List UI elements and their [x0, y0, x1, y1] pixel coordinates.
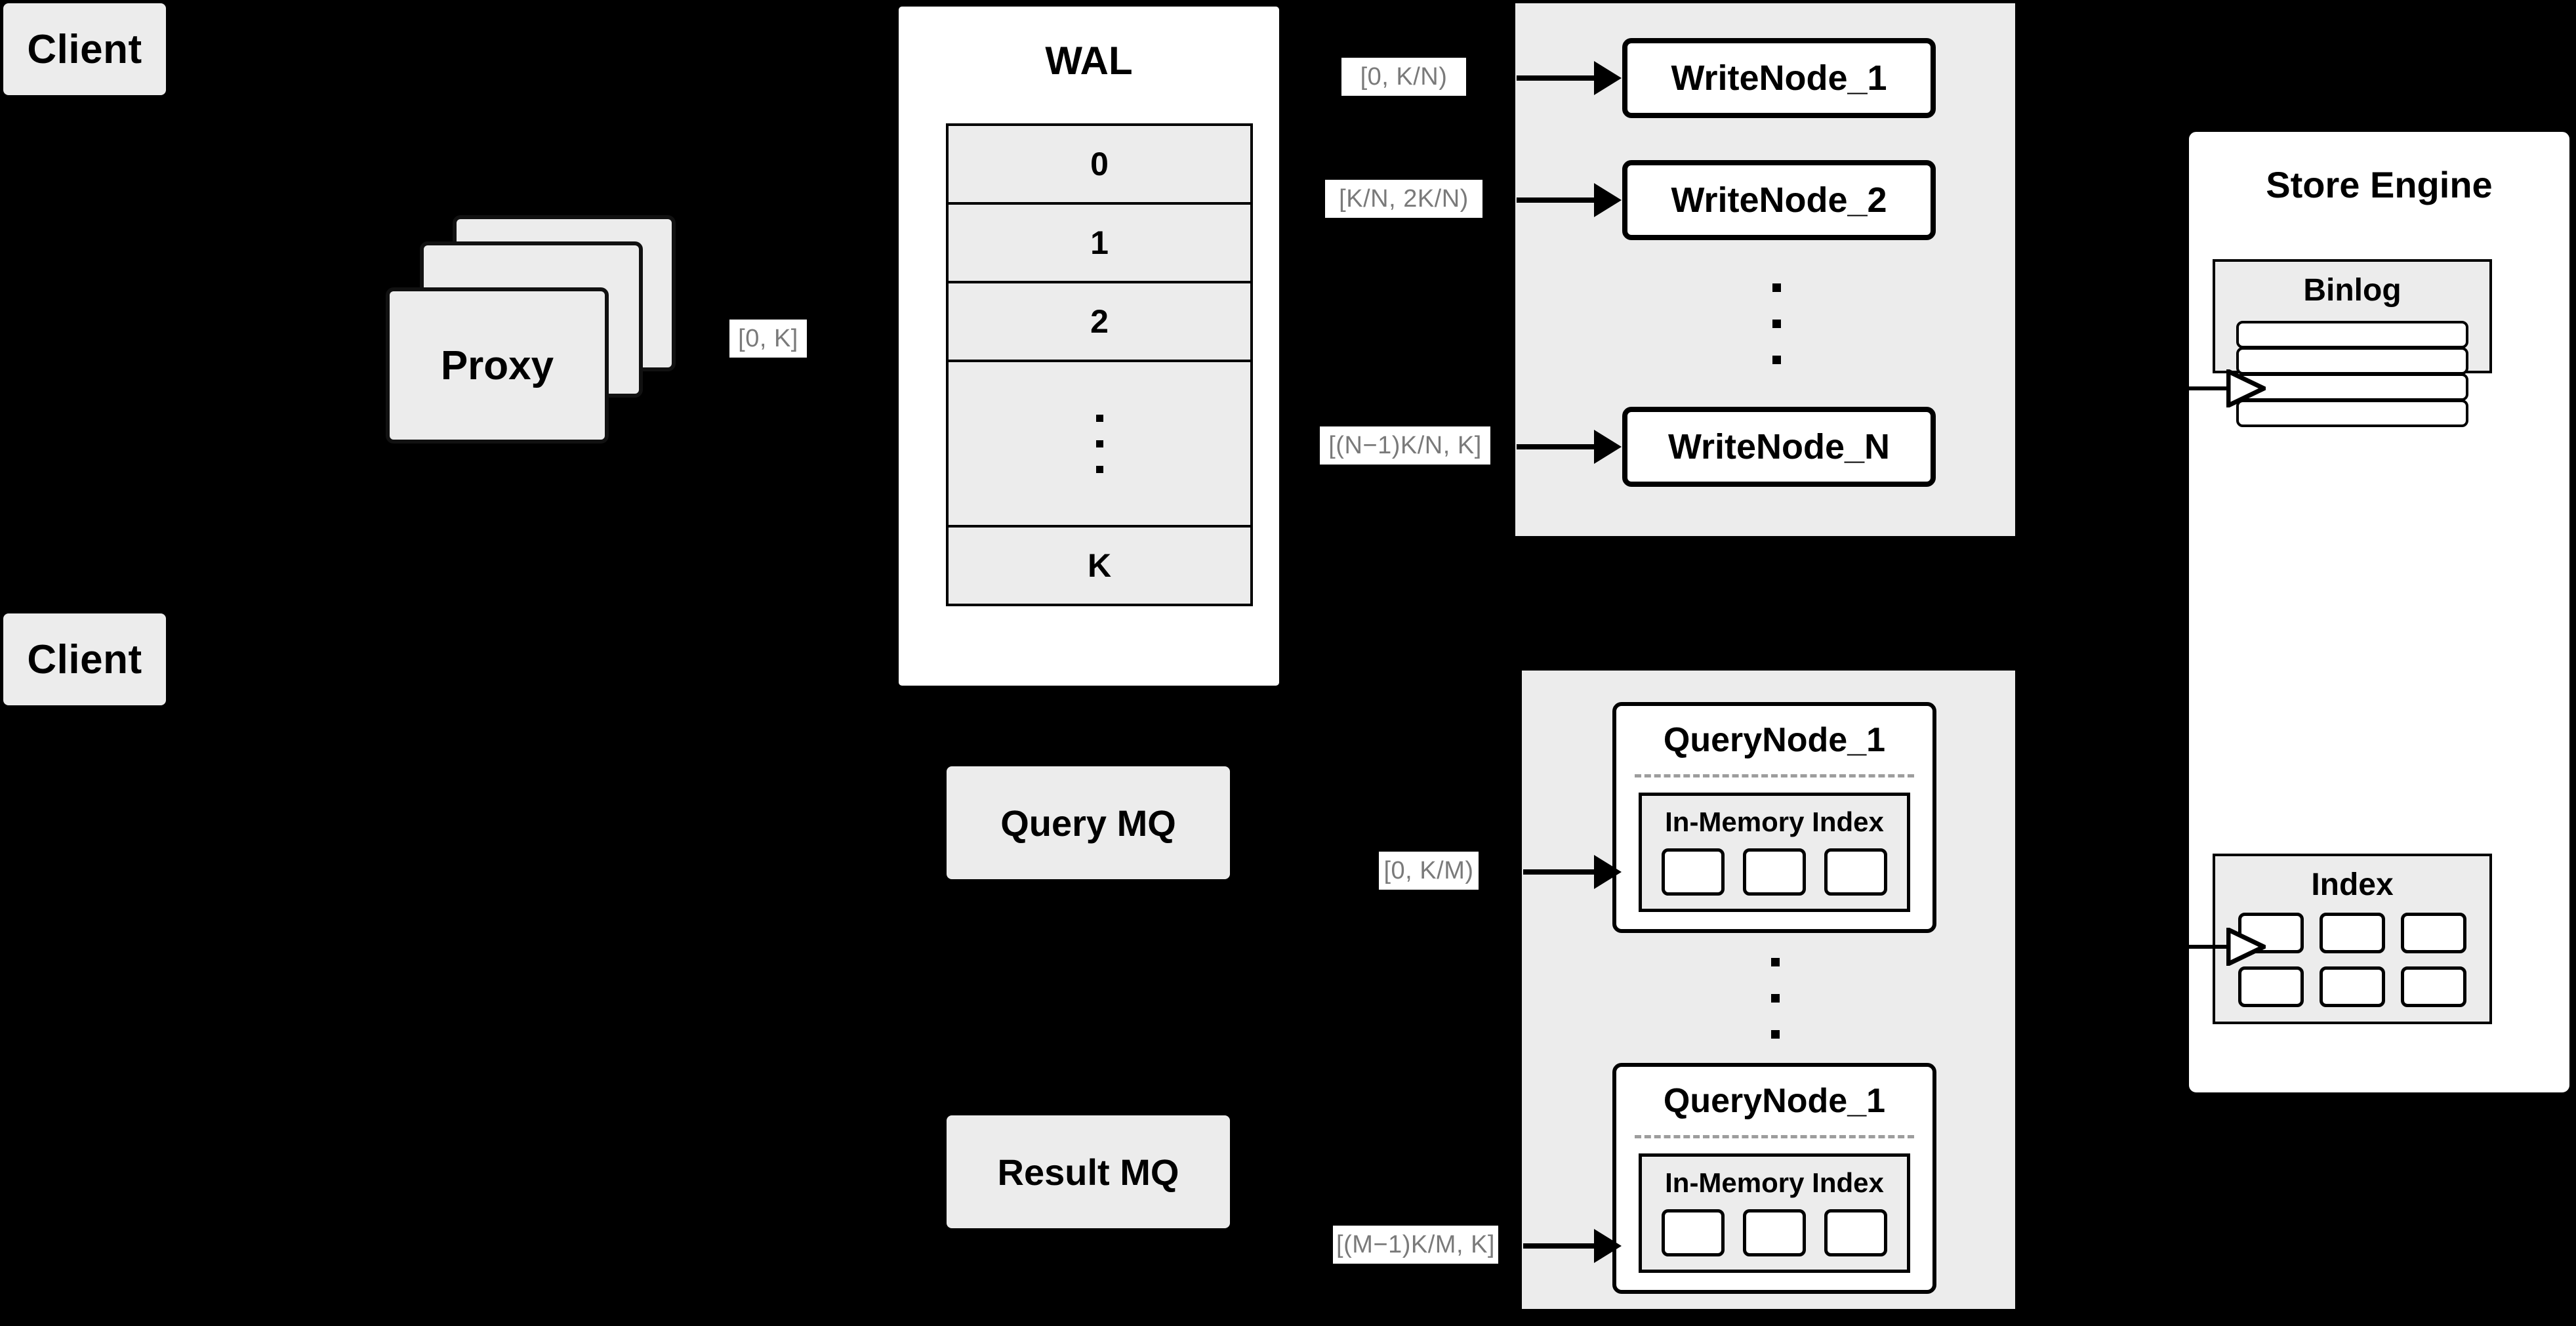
wal-row: 0: [949, 126, 1250, 205]
index-slot: [1662, 1209, 1725, 1256]
ellipsis-dot: [1771, 1030, 1780, 1039]
binlog-title: Binlog: [2303, 273, 2402, 308]
proxy-label: Proxy: [440, 342, 554, 388]
in-memory-index-slots: [1642, 848, 1907, 896]
query-range-label-m: [(M−1)K/M, K]: [1333, 1226, 1498, 1264]
write-arrow-n-line: [1517, 444, 1598, 449]
wal-row: 2: [949, 283, 1250, 362]
binlog-bar: [2236, 373, 2468, 401]
store-index-arrow-head: [2226, 928, 2266, 966]
query-arrow-1-head: [1594, 855, 1622, 889]
store-engine-container: Store Engine Binlog Index: [2186, 129, 2573, 1096]
query-node-ellipsis: [1771, 958, 1780, 1039]
query-node-1[interactable]: QueryNode_1 In-Memory Index: [1612, 702, 1936, 933]
index-grid: [2238, 913, 2467, 1007]
store-engine-title: Store Engine: [2266, 164, 2493, 205]
proxy-range-label: [0, K]: [729, 320, 807, 358]
write-arrow-2-head: [1594, 183, 1622, 217]
client-label: Client: [27, 636, 142, 682]
wal-row: K: [949, 528, 1250, 604]
binlog-bar: [2236, 321, 2468, 348]
binlog-panel: Binlog: [2213, 259, 2492, 427]
ellipsis-dot: [1772, 283, 1781, 292]
write-node-label: WriteNode_N: [1667, 427, 1891, 466]
wal-title: WAL: [1045, 39, 1133, 83]
query-arrow-m-head: [1594, 1229, 1622, 1263]
proxy-card-front[interactable]: Proxy: [386, 287, 609, 444]
index-cell: [2401, 913, 2466, 953]
query-node-title: QueryNode_1: [1663, 721, 1886, 759]
index-slot: [1743, 1209, 1806, 1256]
query-node-divider: [1635, 1135, 1914, 1138]
store-binlog-arrow-head: [2226, 369, 2266, 407]
write-range-label-n: [(N−1)K/N, K]: [1320, 426, 1490, 465]
index-cell: [2320, 966, 2385, 1007]
index-slot: [1662, 848, 1725, 896]
write-range-label-1: [0, K/N): [1341, 58, 1466, 96]
index-slot: [1743, 848, 1806, 896]
query-node-title: QueryNode_1: [1663, 1082, 1886, 1120]
ellipsis-dot: [1095, 414, 1103, 422]
in-memory-index-panel: In-Memory Index: [1639, 1153, 1910, 1273]
wal-row-ellipsis: [949, 362, 1250, 528]
in-memory-index-title: In-Memory Index: [1665, 1167, 1884, 1198]
ellipsis-dot: [1095, 465, 1103, 473]
wal-container: WAL 0 1 2 K: [895, 3, 1282, 689]
index-slot: [1824, 1209, 1887, 1256]
result-mq-label: Result MQ: [997, 1151, 1179, 1193]
client-box-2[interactable]: Client: [3, 613, 166, 705]
binlog-bar: [2236, 400, 2468, 427]
query-arrow-m-line: [1523, 1243, 1598, 1249]
wal-table: 0 1 2 K: [946, 123, 1253, 606]
write-arrow-n-head: [1594, 430, 1622, 464]
write-arrow-1-line: [1517, 75, 1598, 81]
write-range-label-2: [K/N, 2K/N): [1325, 180, 1482, 218]
ellipsis-dot: [1771, 958, 1780, 966]
store-binlog-arrow-line: [2187, 386, 2232, 390]
query-arrow-1-line: [1523, 869, 1598, 875]
client-box-1[interactable]: Client: [3, 3, 166, 95]
query-node-m[interactable]: QueryNode_1 In-Memory Index: [1612, 1063, 1936, 1294]
write-node-n[interactable]: WriteNode_N: [1622, 407, 1936, 487]
result-mq-box[interactable]: Result MQ: [947, 1115, 1230, 1228]
query-range-label-1: [0, K/M): [1379, 852, 1479, 890]
write-node-ellipsis: [1772, 283, 1781, 364]
in-memory-index-slots: [1642, 1209, 1907, 1256]
ellipsis-dot: [1771, 994, 1780, 1003]
index-panel: Index: [2213, 854, 2492, 1024]
client-label: Client: [27, 26, 142, 72]
query-node-divider: [1635, 774, 1914, 777]
write-node-label: WriteNode_1: [1671, 58, 1887, 98]
query-mq-box[interactable]: Query MQ: [947, 766, 1230, 879]
index-slot: [1824, 848, 1887, 896]
write-node-2[interactable]: WriteNode_2: [1622, 160, 1936, 240]
binlog-bars: [2236, 321, 2468, 427]
index-cell: [2238, 966, 2304, 1007]
ellipsis-dot: [1772, 320, 1781, 328]
binlog-bar: [2236, 347, 2468, 375]
query-mq-label: Query MQ: [1000, 802, 1176, 844]
write-node-1[interactable]: WriteNode_1: [1622, 38, 1936, 118]
write-arrow-2-line: [1517, 197, 1598, 203]
index-cell: [2401, 966, 2466, 1007]
ellipsis-dot: [1772, 356, 1781, 364]
write-arrow-1-head: [1594, 61, 1622, 95]
wal-row: 1: [949, 205, 1250, 283]
store-index-arrow-line: [2187, 945, 2232, 949]
index-cell: [2320, 913, 2385, 953]
in-memory-index-panel: In-Memory Index: [1639, 793, 1910, 912]
index-title: Index: [2311, 867, 2394, 902]
in-memory-index-title: In-Memory Index: [1665, 806, 1884, 837]
write-node-label: WriteNode_2: [1671, 180, 1887, 220]
ellipsis-dot: [1095, 440, 1103, 447]
